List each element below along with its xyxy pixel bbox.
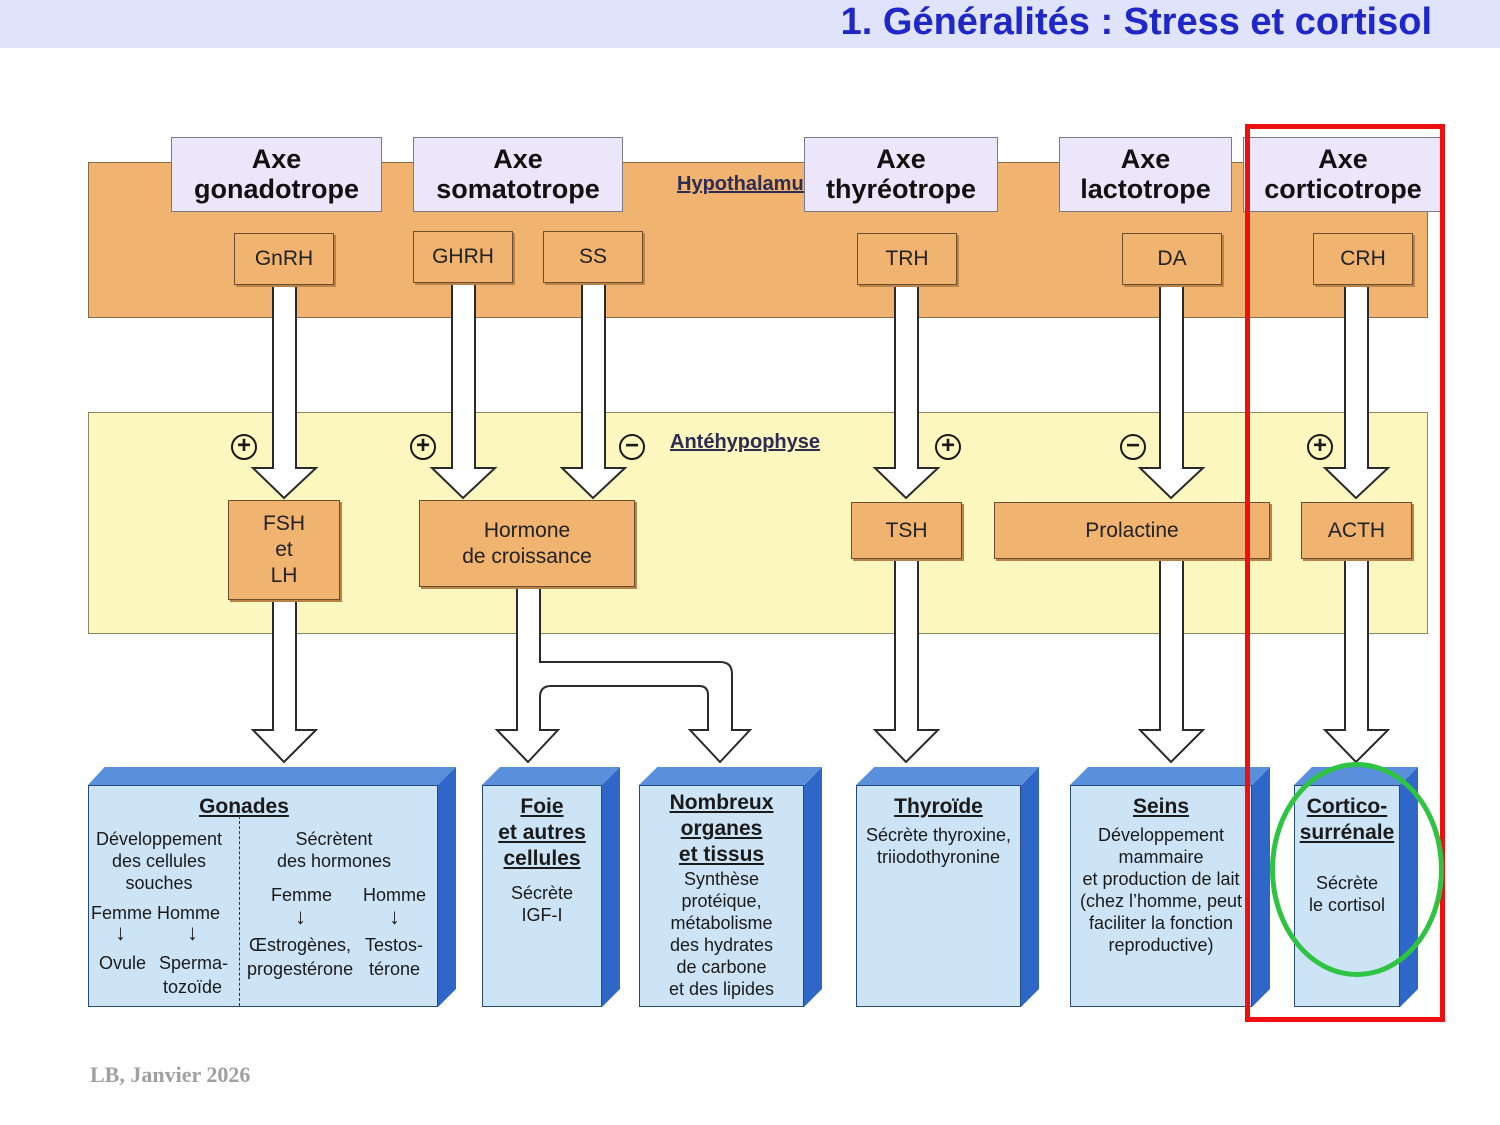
- arrow-trh: [872, 284, 941, 500]
- hormone-ss: SS: [543, 231, 643, 283]
- hormone-acth: ACTH: [1301, 502, 1412, 559]
- title-bar: 1. Généralités : Stress et cortisol: [0, 0, 1500, 48]
- highlight-green-ellipse: [1270, 762, 1444, 977]
- target-organes: Nombreux organes et tissus Synthèse prot…: [639, 785, 804, 1007]
- target-thyroide: Thyroïde Sécrète thyroxine, triiodothyro…: [856, 785, 1021, 1007]
- arrow-ss: [559, 283, 628, 500]
- hormone-prolactine: Prolactine: [994, 502, 1270, 559]
- hormone-da: DA: [1122, 233, 1222, 285]
- plus-sign-icon: +: [1307, 434, 1333, 460]
- down-arrow-icon: ↓: [115, 920, 126, 945]
- hormone-gnrh: GnRH: [234, 233, 334, 285]
- hormone-ghrh: GHRH: [413, 231, 513, 283]
- hormone-crh: CRH: [1313, 233, 1413, 285]
- minus-sign-icon: −: [619, 434, 645, 460]
- arrow-crh: [1322, 284, 1391, 500]
- target-foie: Foie et autres cellules Sécrète IGF-I: [482, 785, 602, 1007]
- antehypophyse-label: Antéhypophyse: [670, 431, 821, 453]
- arrow-gh-split: [494, 586, 753, 764]
- arrow-da: [1137, 284, 1206, 500]
- plus-sign-icon: +: [410, 434, 436, 460]
- arrow-acth-cortico: [1322, 559, 1391, 764]
- divider: [239, 816, 244, 1006]
- arrow-ghrh: [429, 283, 498, 500]
- plus-sign-icon: +: [231, 434, 257, 460]
- down-arrow-icon: ↓: [187, 920, 198, 945]
- highlight-red-box: [1245, 124, 1445, 1022]
- target-seins: Seins Développement mammaire et producti…: [1070, 785, 1252, 1007]
- hormone-croissance: Hormone de croissance: [419, 500, 635, 587]
- hypothalamus-label: Hypothalamus: [677, 173, 815, 195]
- down-arrow-icon: ↓: [295, 904, 306, 929]
- arrow-fsh-gonades: [250, 599, 319, 764]
- down-arrow-icon: ↓: [389, 904, 400, 929]
- hormone-tsh: TSH: [851, 502, 962, 559]
- hormone-trh: TRH: [857, 233, 957, 285]
- footer-text: LB, Janvier 2026: [90, 1062, 251, 1087]
- hormone-fsh-lh: FSH et LH: [228, 500, 340, 600]
- arrow-prolactine-seins: [1137, 559, 1206, 764]
- arrow-gnrh: [250, 284, 319, 500]
- slide-title: 1. Généralités : Stress et cortisol: [840, 1, 1432, 43]
- target-gonades: Gonades Développement des cellules souch…: [88, 785, 438, 1007]
- arrow-tsh-thyroide: [872, 559, 941, 764]
- plus-sign-icon: +: [935, 434, 961, 460]
- minus-sign-icon: −: [1120, 434, 1146, 460]
